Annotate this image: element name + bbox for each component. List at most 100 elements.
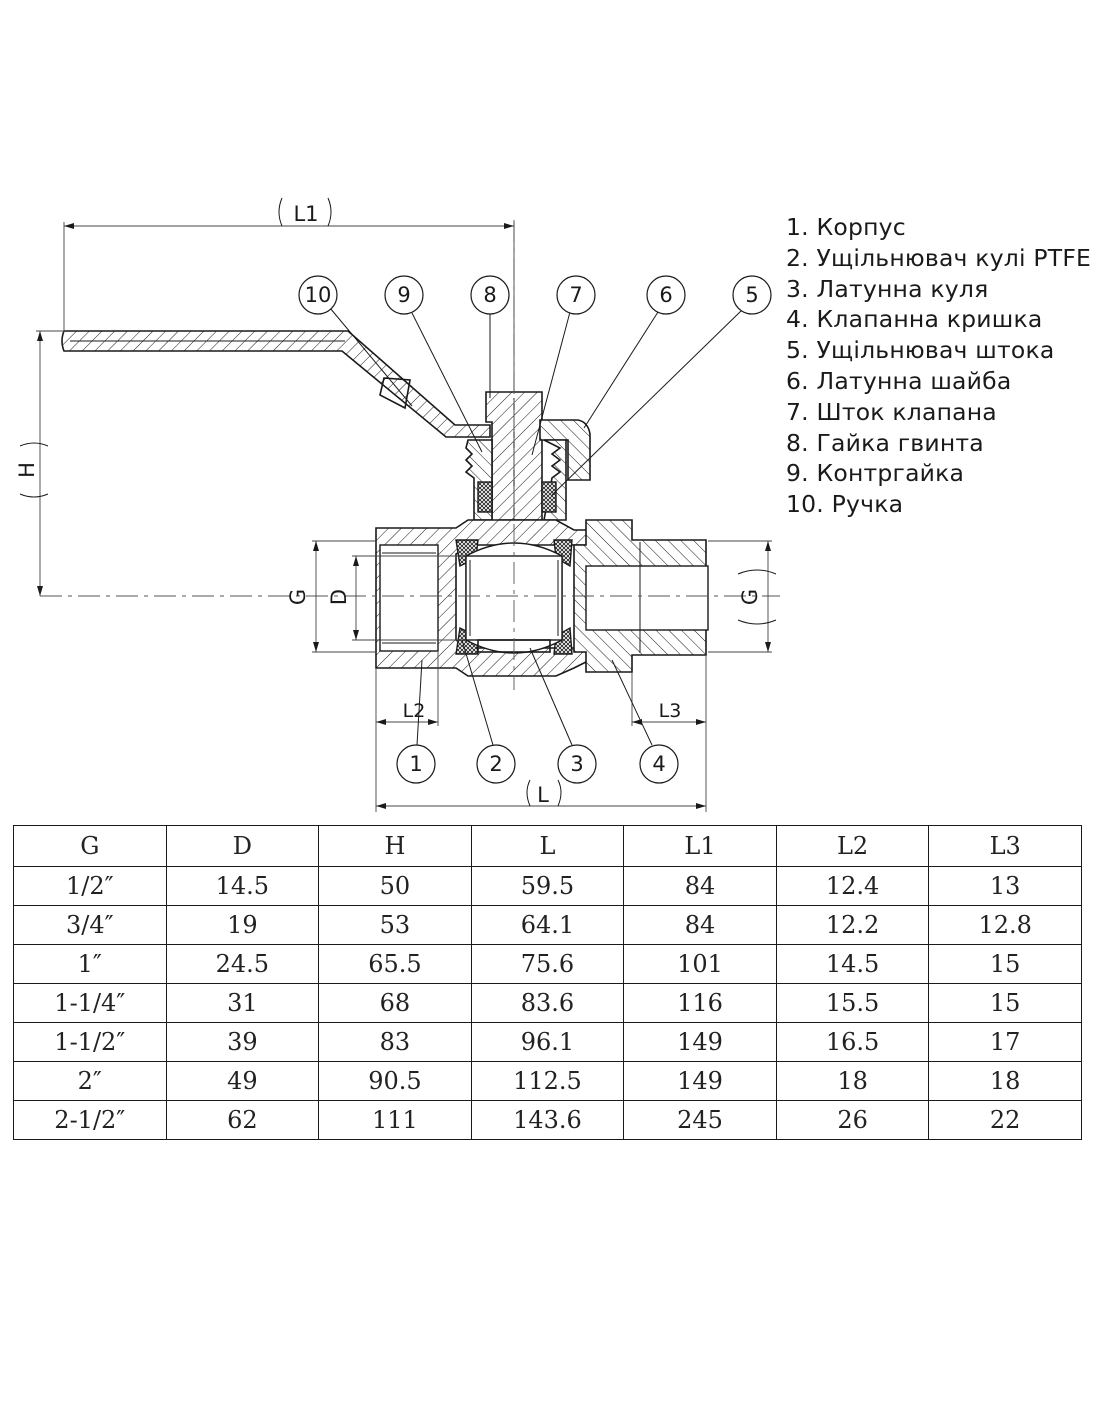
table-cell: 111 xyxy=(318,1100,472,1140)
callout-2-label: 2 xyxy=(489,752,502,776)
table-cell: 49 xyxy=(165,1061,320,1101)
table-cell: 19 xyxy=(165,905,320,945)
column-header: L2 xyxy=(775,825,930,867)
dimension-h-label: H xyxy=(15,462,39,478)
callout-9: 9 xyxy=(384,275,424,315)
table-cell: 149 xyxy=(623,1061,777,1101)
table-cell: 15 xyxy=(928,944,1082,984)
table-cell: 14.5 xyxy=(165,866,320,906)
table-cell: 84 xyxy=(623,866,777,906)
table-cell: 3/4″ xyxy=(13,905,167,945)
dimension-l2-label: L2 xyxy=(403,700,426,722)
table-cell: 39 xyxy=(165,1022,320,1062)
table-cell: 18 xyxy=(775,1061,930,1101)
table-cell: 12.4 xyxy=(775,866,930,906)
table-cell: 64.1 xyxy=(470,905,625,945)
callout-8: 8 xyxy=(470,275,510,315)
table-cell: 83.6 xyxy=(470,983,625,1023)
callout-9-label: 9 xyxy=(397,283,410,307)
dimension-l1-label: L1 xyxy=(293,202,318,226)
dimension-g-left-label: G xyxy=(286,589,310,605)
table-row: 2″ 49 90.5 112.5 149 18 18 xyxy=(13,1061,1082,1101)
column-header: L1 xyxy=(623,825,777,867)
legend-item: 5. Ущільнювач штока xyxy=(786,336,1055,365)
table-cell: 26 xyxy=(775,1100,930,1140)
table-header-row: G D H L L1 L2 L3 xyxy=(13,825,1082,867)
table-cell: 62 xyxy=(165,1100,320,1140)
leader-lines xyxy=(329,307,743,746)
table-cell: 31 xyxy=(165,983,320,1023)
table-cell: 59.5 xyxy=(470,866,625,906)
table-row: 1″ 24.5 65.5 75.6 101 14.5 15 xyxy=(13,944,1082,984)
callout-3: 3 xyxy=(557,744,597,784)
dimension-g-left: G xyxy=(286,540,376,653)
table-cell: 68 xyxy=(318,983,472,1023)
ball-and-seats xyxy=(455,539,573,655)
dimension-l2: L2 xyxy=(375,652,439,812)
callout-5-label: 5 xyxy=(745,283,758,307)
callout-8-label: 8 xyxy=(483,283,496,307)
ball-valve-drawing: L1 H G D G xyxy=(15,197,780,812)
table-cell: 83 xyxy=(318,1022,472,1062)
table-cell: 90.5 xyxy=(318,1061,472,1101)
table-row: 3/4″ 19 53 64.1 84 12.2 12.8 xyxy=(13,905,1082,945)
dimension-l-label: L xyxy=(537,783,549,807)
legend-item: 7. Шток клапана xyxy=(786,397,997,426)
callout-7: 7 xyxy=(556,275,596,315)
table-cell: 1/2″ xyxy=(13,866,167,906)
table-cell: 17 xyxy=(928,1022,1082,1062)
column-header: G xyxy=(13,825,167,867)
table-cell: 1-1/4″ xyxy=(13,983,167,1023)
legend-item: 6. Латунна шайба xyxy=(786,366,1012,395)
callout-10-label: 10 xyxy=(305,283,332,307)
legend-item: 3. Латунна куля xyxy=(786,274,989,303)
dimension-d-label: D xyxy=(327,589,351,605)
dimension-d: D xyxy=(327,555,466,641)
callout-4: 4 xyxy=(639,744,679,784)
callout-5: 5 xyxy=(732,275,772,315)
dimension-l3-label: L3 xyxy=(659,700,682,722)
table-cell: 14.5 xyxy=(775,944,930,984)
table-cell: 24.5 xyxy=(165,944,320,984)
dimension-h: H xyxy=(15,330,64,596)
table-cell: 101 xyxy=(623,944,777,984)
table-cell: 22 xyxy=(928,1100,1082,1140)
table-cell: 75.6 xyxy=(470,944,625,984)
dimension-l: L xyxy=(376,779,706,809)
table-row: 1/2″ 14.5 50 59.5 84 12.4 13 xyxy=(13,866,1082,906)
table-cell: 18 xyxy=(928,1061,1082,1101)
table-cell: 245 xyxy=(623,1100,777,1140)
table-cell: 50 xyxy=(318,866,472,906)
callout-6-label: 6 xyxy=(659,283,672,307)
table-row: 1-1/2″ 39 83 96.1 149 16.5 17 xyxy=(13,1022,1082,1062)
table-row: 1-1/4″ 31 68 83.6 116 15.5 15 xyxy=(13,983,1082,1023)
table-cell: 15.5 xyxy=(775,983,930,1023)
dimensions-table: G D H L L1 L2 L3 1/2″ 14.5 50 59.5 84 12… xyxy=(13,825,1082,1140)
callout-10: 10 xyxy=(298,275,338,315)
column-header: L3 xyxy=(928,825,1082,867)
legend-item: 2. Ущільнювач кулі PTFE xyxy=(786,243,1092,272)
handle-part xyxy=(61,330,491,438)
table-cell: 12.8 xyxy=(928,905,1082,945)
callout-2: 2 xyxy=(476,744,516,784)
legend-item: 10. Ручка xyxy=(786,490,904,519)
dimension-g-right-label: G xyxy=(738,589,762,605)
table-cell: 53 xyxy=(318,905,472,945)
table-cell: 116 xyxy=(623,983,777,1023)
valve-body-part xyxy=(375,519,591,677)
callout-1: 1 xyxy=(396,744,436,784)
table-cell: 2″ xyxy=(13,1061,167,1101)
dimension-l3: L3 xyxy=(631,655,707,812)
callout-4-label: 4 xyxy=(652,752,665,776)
legend-item: 8. Гайка гвинта xyxy=(786,428,984,457)
table-cell: 13 xyxy=(928,866,1082,906)
table-cell: 12.2 xyxy=(775,905,930,945)
legend-item: 9. Контргайка xyxy=(786,459,965,488)
table-cell: 149 xyxy=(623,1022,777,1062)
table-cell: 96.1 xyxy=(470,1022,625,1062)
table-cell: 1-1/2″ xyxy=(13,1022,167,1062)
column-header: L xyxy=(470,825,625,867)
legend-item: 4. Клапанна кришка xyxy=(786,305,1043,334)
table-cell: 2-1/2″ xyxy=(13,1100,167,1140)
callout-7-label: 7 xyxy=(569,283,582,307)
